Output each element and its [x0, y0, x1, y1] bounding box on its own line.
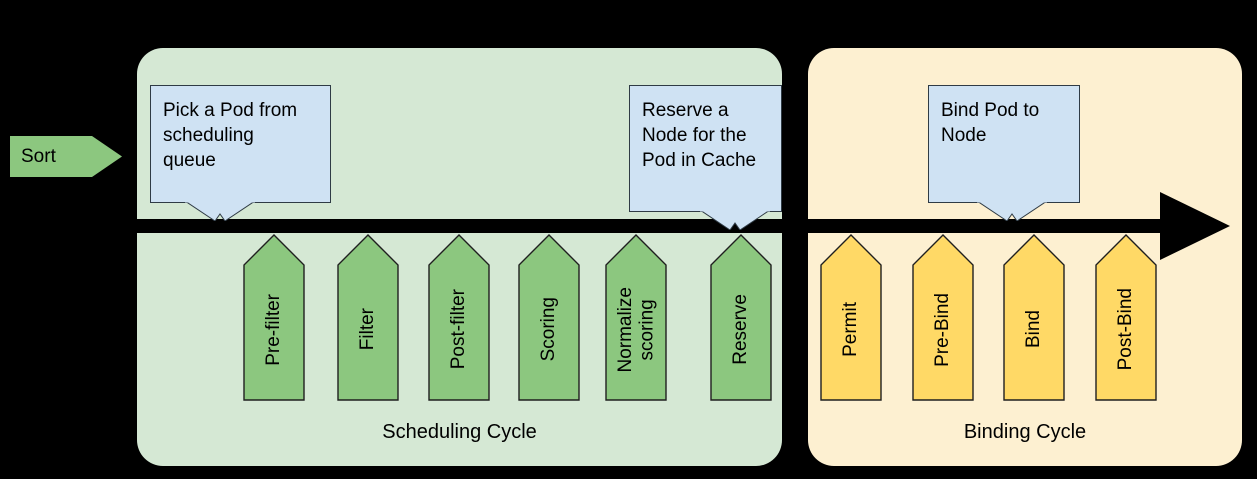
stage-arrow-pre-bind[interactable]: Pre-Bind: [912, 234, 974, 401]
binding-cycle-caption: Binding Cycle: [963, 421, 1087, 443]
stage-arrow-permit[interactable]: Permit: [820, 234, 882, 401]
stage-arrow-post-bind[interactable]: Post-Bind: [1095, 234, 1157, 401]
stage-arrow-label: Filter: [357, 308, 379, 351]
stage-arrow-label: Pre-filter: [263, 293, 285, 366]
stage-arrow-label: Post-Bind: [1115, 288, 1137, 371]
stage-arrow-label: Reserve: [730, 294, 752, 365]
callout-reserve-node-text: Reserve a Node for the Pod in Cache: [642, 100, 757, 172]
binding-timeline-bar: [808, 219, 1166, 233]
stage-arrow-label: Pre-Bind: [932, 292, 954, 367]
stage-arrow-label: Scoring: [538, 297, 560, 362]
stage-arrow-normalize-scoring[interactable]: Normalize scoring: [605, 234, 667, 401]
stage-arrow-label: Bind: [1023, 310, 1045, 349]
callout-bind-pod-text: Bind Pod to Node: [941, 100, 1040, 147]
callout-bind-pod: Bind Pod to Node: [928, 85, 1080, 221]
callout-pick-pod: Pick a Pod from scheduling queue: [150, 85, 331, 221]
stage-arrow-post-filter[interactable]: Post-filter: [428, 234, 490, 401]
sort-stage-label: Sort: [21, 146, 56, 167]
scheduling-cycle-caption: Scheduling Cycle: [382, 421, 537, 443]
stage-arrow-scoring[interactable]: Scoring: [518, 234, 580, 401]
callout-reserve-node-tail: [700, 211, 770, 230]
timeline-arrowhead-icon: [1160, 192, 1230, 260]
stage-arrow-label: Normalize scoring: [614, 286, 657, 373]
stage-arrow-label: Permit: [840, 302, 862, 357]
stage-arrow-pre-filter[interactable]: Pre-filter: [243, 234, 305, 401]
callout-bind-pod-tail: [977, 202, 1047, 221]
stage-arrow-bind[interactable]: Bind: [1003, 234, 1065, 401]
sort-stage-arrow[interactable]: Sort: [10, 136, 122, 177]
scheduling-timeline-bar: [137, 219, 782, 233]
stage-arrow-label: Post-filter: [448, 289, 470, 370]
callout-reserve-node: Reserve a Node for the Pod in Cache: [629, 85, 782, 230]
callout-pick-pod-tail: [185, 202, 255, 221]
callout-pick-pod-text: Pick a Pod from scheduling queue: [163, 100, 298, 172]
stage-arrow-filter[interactable]: Filter: [337, 234, 399, 401]
stage-arrow-reserve[interactable]: Reserve: [710, 234, 772, 401]
